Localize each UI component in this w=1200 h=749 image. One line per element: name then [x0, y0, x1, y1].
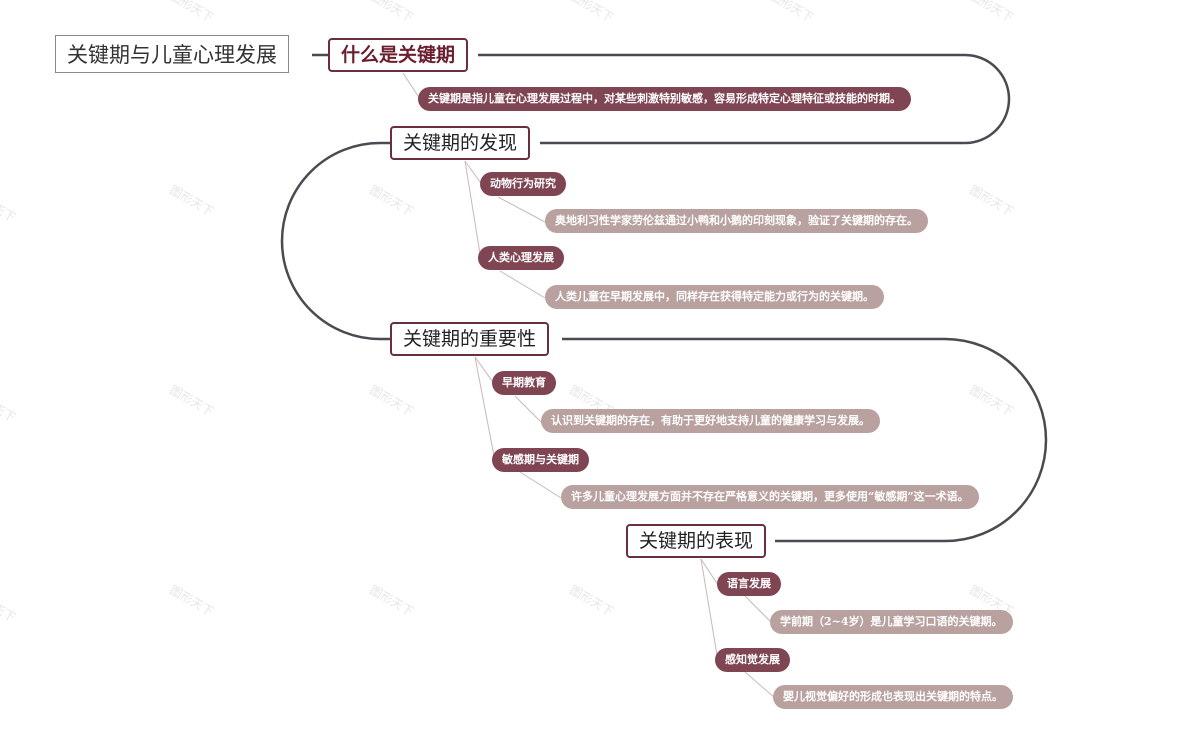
- connector-loop-3: [562, 337, 1048, 543]
- detail-human-psychology[interactable]: 人类儿童在早期发展中，同样存在获得特定能力或行为的关键期。: [545, 285, 884, 309]
- connector-loop-1: [478, 53, 1011, 145]
- topic-manifestations[interactable]: 关键期的表现: [626, 524, 767, 558]
- topic-what-is-critical-period[interactable]: 什么是关键期: [328, 38, 469, 72]
- connector-loop-2: [280, 141, 390, 341]
- detail-animal-behavior[interactable]: 奥地利习性学家劳伦兹通过小鸭和小鹅的印刻现象，验证了关键期的存在。: [545, 209, 928, 233]
- detail-language-development[interactable]: 学前期（2~4岁）是儿童学习口语的关键期。: [770, 610, 1013, 634]
- subtopic-animal-behavior[interactable]: 动物行为研究: [480, 172, 566, 196]
- topic-discovery[interactable]: 关键期的发现: [390, 126, 531, 160]
- topic-importance[interactable]: 关键期的重要性: [390, 322, 550, 356]
- root-topic[interactable]: 关键期与儿童心理发展: [55, 35, 289, 73]
- subtopic-human-psychology[interactable]: 人类心理发展: [478, 246, 564, 270]
- definition-detail[interactable]: 关键期是指儿童在心理发展过程中，对某些刺激特别敏感，容易形成特定心理特征或技能的…: [418, 87, 911, 111]
- subtopic-perception-development[interactable]: 感知觉发展: [715, 648, 790, 672]
- detail-perception-development[interactable]: 婴儿视觉偏好的形成也表现出关键期的特点。: [773, 685, 1013, 709]
- subtopic-language-development[interactable]: 语言发展: [717, 572, 781, 596]
- detail-early-education[interactable]: 认识到关键期的存在，有助于更好地支持儿童的健康学习与发展。: [541, 409, 880, 433]
- subtopic-early-education[interactable]: 早期教育: [492, 371, 556, 395]
- detail-sensitive-period[interactable]: 许多儿童心理发展方面并不存在严格意义的关键期，更多使用“敏感期”这一术语。: [561, 485, 979, 509]
- subtopic-sensitive-period[interactable]: 敏感期与关键期: [492, 448, 589, 472]
